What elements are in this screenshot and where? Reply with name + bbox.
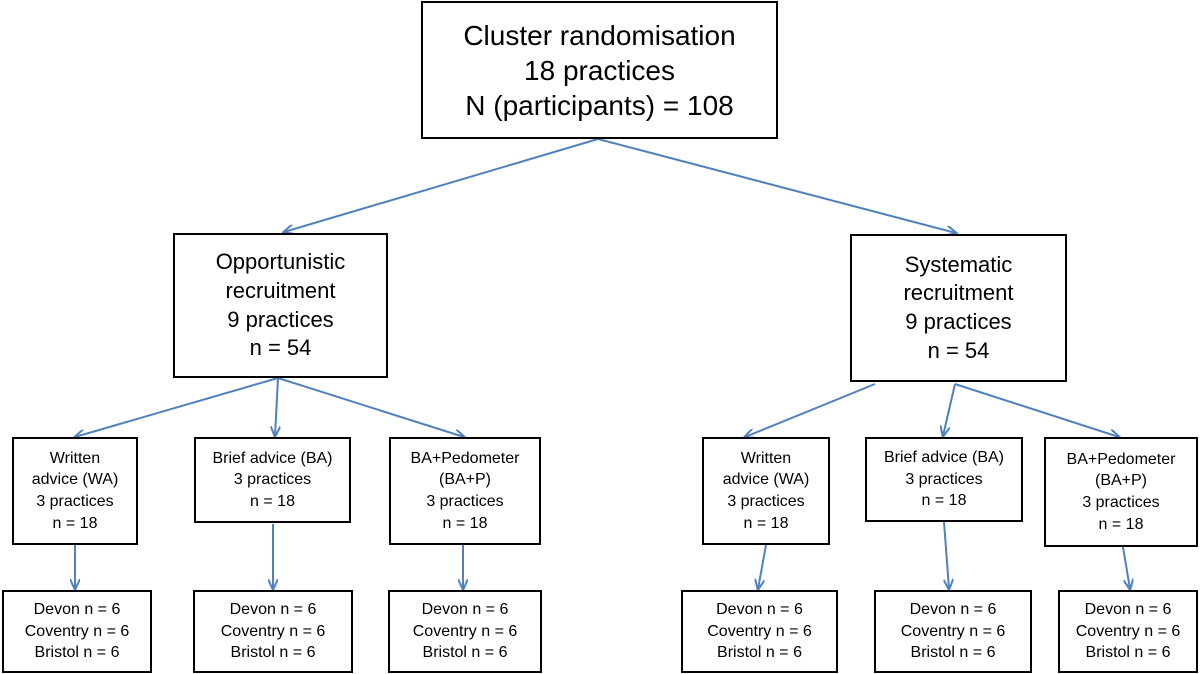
arrow-sys-to-ba (943, 383, 956, 436)
group-line: advice (WA) (722, 471, 810, 489)
site-coventry: Coventry n = 6 (412, 622, 518, 640)
arm-label: Opportunistic (215, 249, 346, 275)
group-line: Written (740, 449, 792, 467)
group-line: n = 18 (250, 492, 295, 510)
sites-box-sys-bap: Devon n = 6 Coventry n = 6 Bristol n = 6 (1058, 590, 1198, 673)
sites-box-opp-wa: Devon n = 6 Coventry n = 6 Bristol n = 6 (2, 590, 152, 673)
arm-box-opportunistic: Opportunistic recruitment 9 practices n … (173, 233, 388, 378)
site-bristol: Bristol n = 6 (422, 644, 508, 662)
group-line: (BA+P) (1094, 472, 1147, 490)
arrow-sys-ba-to-sites (943, 521, 949, 589)
group-box-opp-ba: Brief advice (BA) 3 practices n = 18 (194, 437, 351, 523)
arrow-sys-to-bap (954, 383, 1119, 437)
site-bristol: Bristol n = 6 (34, 644, 120, 662)
group-line: BA+Pedometer (410, 449, 520, 467)
group-line: 3 practices (426, 493, 504, 510)
site-coventry: Coventry n = 6 (1075, 622, 1181, 640)
site-bristol: Bristol n = 6 (717, 644, 802, 662)
sites-box-sys-wa: Devon n = 6 Coventry n = 6 Bristol n = 6 (681, 590, 838, 673)
group-line: (BA+P) (438, 471, 491, 489)
arm-n: n = 54 (249, 335, 312, 361)
arrow-sys-to-wa (745, 383, 876, 437)
group-line: 3 practices (727, 493, 805, 510)
arrow-opp-to-bap (277, 377, 464, 437)
root-practices: 18 practices (524, 54, 675, 86)
group-box-sys-bap: BA+Pedometer (BA+P) 3 practices n = 18 (1044, 437, 1198, 547)
site-bristol: Bristol n = 6 (230, 644, 316, 662)
group-line: advice (WA) (31, 471, 119, 489)
site-coventry: Coventry n = 6 (900, 622, 1006, 640)
arrow-opp-to-ba (275, 377, 278, 436)
arm-practices: 9 practices (227, 306, 334, 332)
group-line: Written (49, 449, 101, 467)
group-box-opp-wa: Written advice (WA) 3 practices n = 18 (12, 437, 138, 545)
group-line: Brief advice (BA) (212, 449, 333, 467)
arrow-sys-wa-to-sites (758, 544, 767, 589)
arrow-opp-to-wa (75, 377, 279, 437)
arm-practices: 9 practices (905, 309, 1012, 334)
site-devon: Devon n = 6 (909, 601, 997, 619)
group-line: n = 18 (52, 514, 98, 532)
site-devon: Devon n = 6 (229, 601, 317, 619)
site-bristol: Bristol n = 6 (1085, 644, 1171, 662)
arrow-sys-bap-to-sites (1122, 546, 1130, 589)
group-line: n = 18 (1098, 515, 1144, 533)
root-participants: N (participants) = 108 (465, 89, 734, 121)
arm-label: recruitment (225, 277, 336, 303)
arrow-root-to-opportunistic (284, 138, 599, 232)
root-box: Cluster randomisation 18 practices N (pa… (421, 1, 778, 139)
sites-box-opp-ba: Devon n = 6 Coventry n = 6 Bristol n = 6 (193, 590, 353, 673)
root-title: Cluster randomisation (463, 19, 736, 51)
sites-box-sys-ba: Devon n = 6 Coventry n = 6 Bristol n = 6 (874, 590, 1032, 673)
group-line: BA+Pedometer (1066, 450, 1176, 468)
group-line: n = 18 (743, 514, 789, 532)
group-line: 3 practices (36, 493, 114, 510)
group-line: 3 practices (233, 471, 312, 489)
group-line: 3 practices (905, 470, 983, 488)
site-devon: Devon n = 6 (716, 601, 803, 619)
arrow-root-to-systematic (597, 138, 956, 233)
arm-n: n = 54 (927, 337, 990, 363)
arm-label: Systematic (904, 251, 1013, 277)
arm-box-systematic: Systematic recruitment 9 practices n = 5… (850, 234, 1067, 382)
site-coventry: Coventry n = 6 (707, 622, 812, 640)
group-line: Brief advice (BA) (883, 449, 1005, 467)
site-coventry: Coventry n = 6 (24, 622, 130, 640)
group-box-opp-bap: BA+Pedometer (BA+P) 3 practices n = 18 (389, 437, 541, 545)
site-coventry: Coventry n = 6 (220, 622, 326, 640)
sites-box-opp-bap: Devon n = 6 Coventry n = 6 Bristol n = 6 (388, 590, 542, 673)
group-line: n = 18 (921, 492, 967, 510)
group-line: n = 18 (442, 514, 488, 532)
group-box-sys-ba: Brief advice (BA) 3 practices n = 18 (865, 437, 1023, 522)
site-devon: Devon n = 6 (421, 601, 509, 619)
site-devon: Devon n = 6 (33, 601, 121, 619)
arm-label: recruitment (903, 280, 1014, 306)
site-devon: Devon n = 6 (1084, 601, 1172, 619)
group-box-sys-wa: Written advice (WA) 3 practices n = 18 (702, 437, 830, 545)
group-line: 3 practices (1082, 494, 1160, 511)
site-bristol: Bristol n = 6 (910, 644, 996, 662)
